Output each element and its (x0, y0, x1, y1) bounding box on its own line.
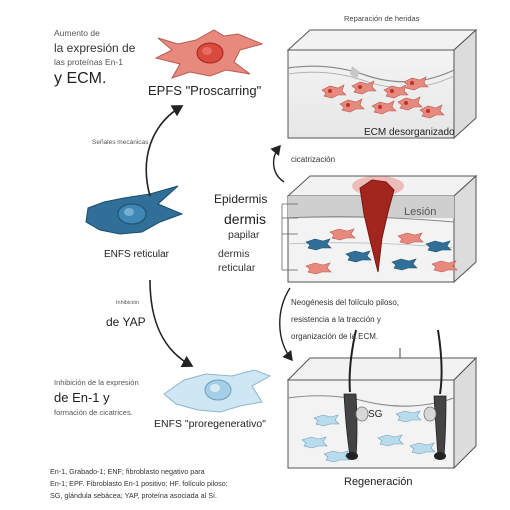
lesion-wedge (359, 179, 395, 273)
enf-proregen-cell (163, 369, 272, 413)
footnote-line3: SG, glándula sebácea; YAP, proteína asoc… (50, 491, 218, 500)
de-yap-label: de YAP (106, 315, 146, 329)
dermis2-label: dermis (218, 248, 250, 260)
enfs-proregen-label: ENFS "proregenerativo" (154, 418, 266, 430)
arrow-to-regeneration (279, 287, 293, 362)
bottom-left-line3: formación de cicatrices. (54, 408, 133, 417)
inhibition-small-label: Inhibición (116, 300, 140, 306)
cicatrizacion-label: cicatrización (291, 155, 336, 164)
bottom-left-line2: de En-1 y (54, 390, 110, 405)
sg-label: SG (368, 409, 383, 420)
skin-block-lesion (281, 174, 478, 284)
epfs-label: EPFS "Proscarring" (148, 83, 262, 98)
neogenesis-line1: Neogénesis del folículo piloso, (291, 298, 400, 307)
hair-shaft-right (437, 329, 443, 395)
arrow-to-wound-repair (270, 144, 285, 183)
wound-repair-label: Reparación de heridas (344, 14, 420, 23)
top-left-line1: Aumento de (54, 28, 100, 38)
enf-reticular-cell (85, 185, 184, 235)
top-left-line4: y ECM. (54, 70, 107, 87)
skin-block-wound-repair (286, 28, 478, 140)
top-left-line2: la expresión de (54, 41, 136, 55)
mechanical-signals-label: Señales mecánicas (92, 139, 149, 146)
hair-shaft-left (348, 329, 357, 393)
reticular-label: reticular (218, 262, 256, 274)
top-left-line3: las proteínas En-1 (54, 57, 123, 67)
epidermis-label: Epidermis (214, 192, 268, 206)
regeneracion-label: Regeneración (344, 476, 413, 488)
neogenesis-line3: organización de la ECM. (291, 332, 379, 341)
arrow-to-epf (145, 105, 184, 197)
arrow-to-proregen (149, 279, 194, 368)
footnote-line1: En-1, Grabado-1; ENF; fibroblasto negati… (50, 467, 205, 476)
papilar-label: papilar (228, 229, 260, 241)
enfs-reticular-label: ENFS reticular (104, 249, 170, 260)
bottom-left-line1: Inhibición de la expresión (54, 378, 139, 387)
neogenesis-line2: resistencia a la tracción y (291, 315, 381, 324)
dermis-label: dermis (224, 211, 267, 227)
ecm-disorganized-label: ECM desorganizado (364, 127, 455, 138)
epf-cell (154, 29, 264, 79)
skin-block-regeneration (286, 329, 478, 470)
footnote-line2: En-1; EPF. Fibroblasto En-1 positivo; HF… (50, 479, 228, 488)
lesion-label: Lesión (404, 206, 437, 218)
